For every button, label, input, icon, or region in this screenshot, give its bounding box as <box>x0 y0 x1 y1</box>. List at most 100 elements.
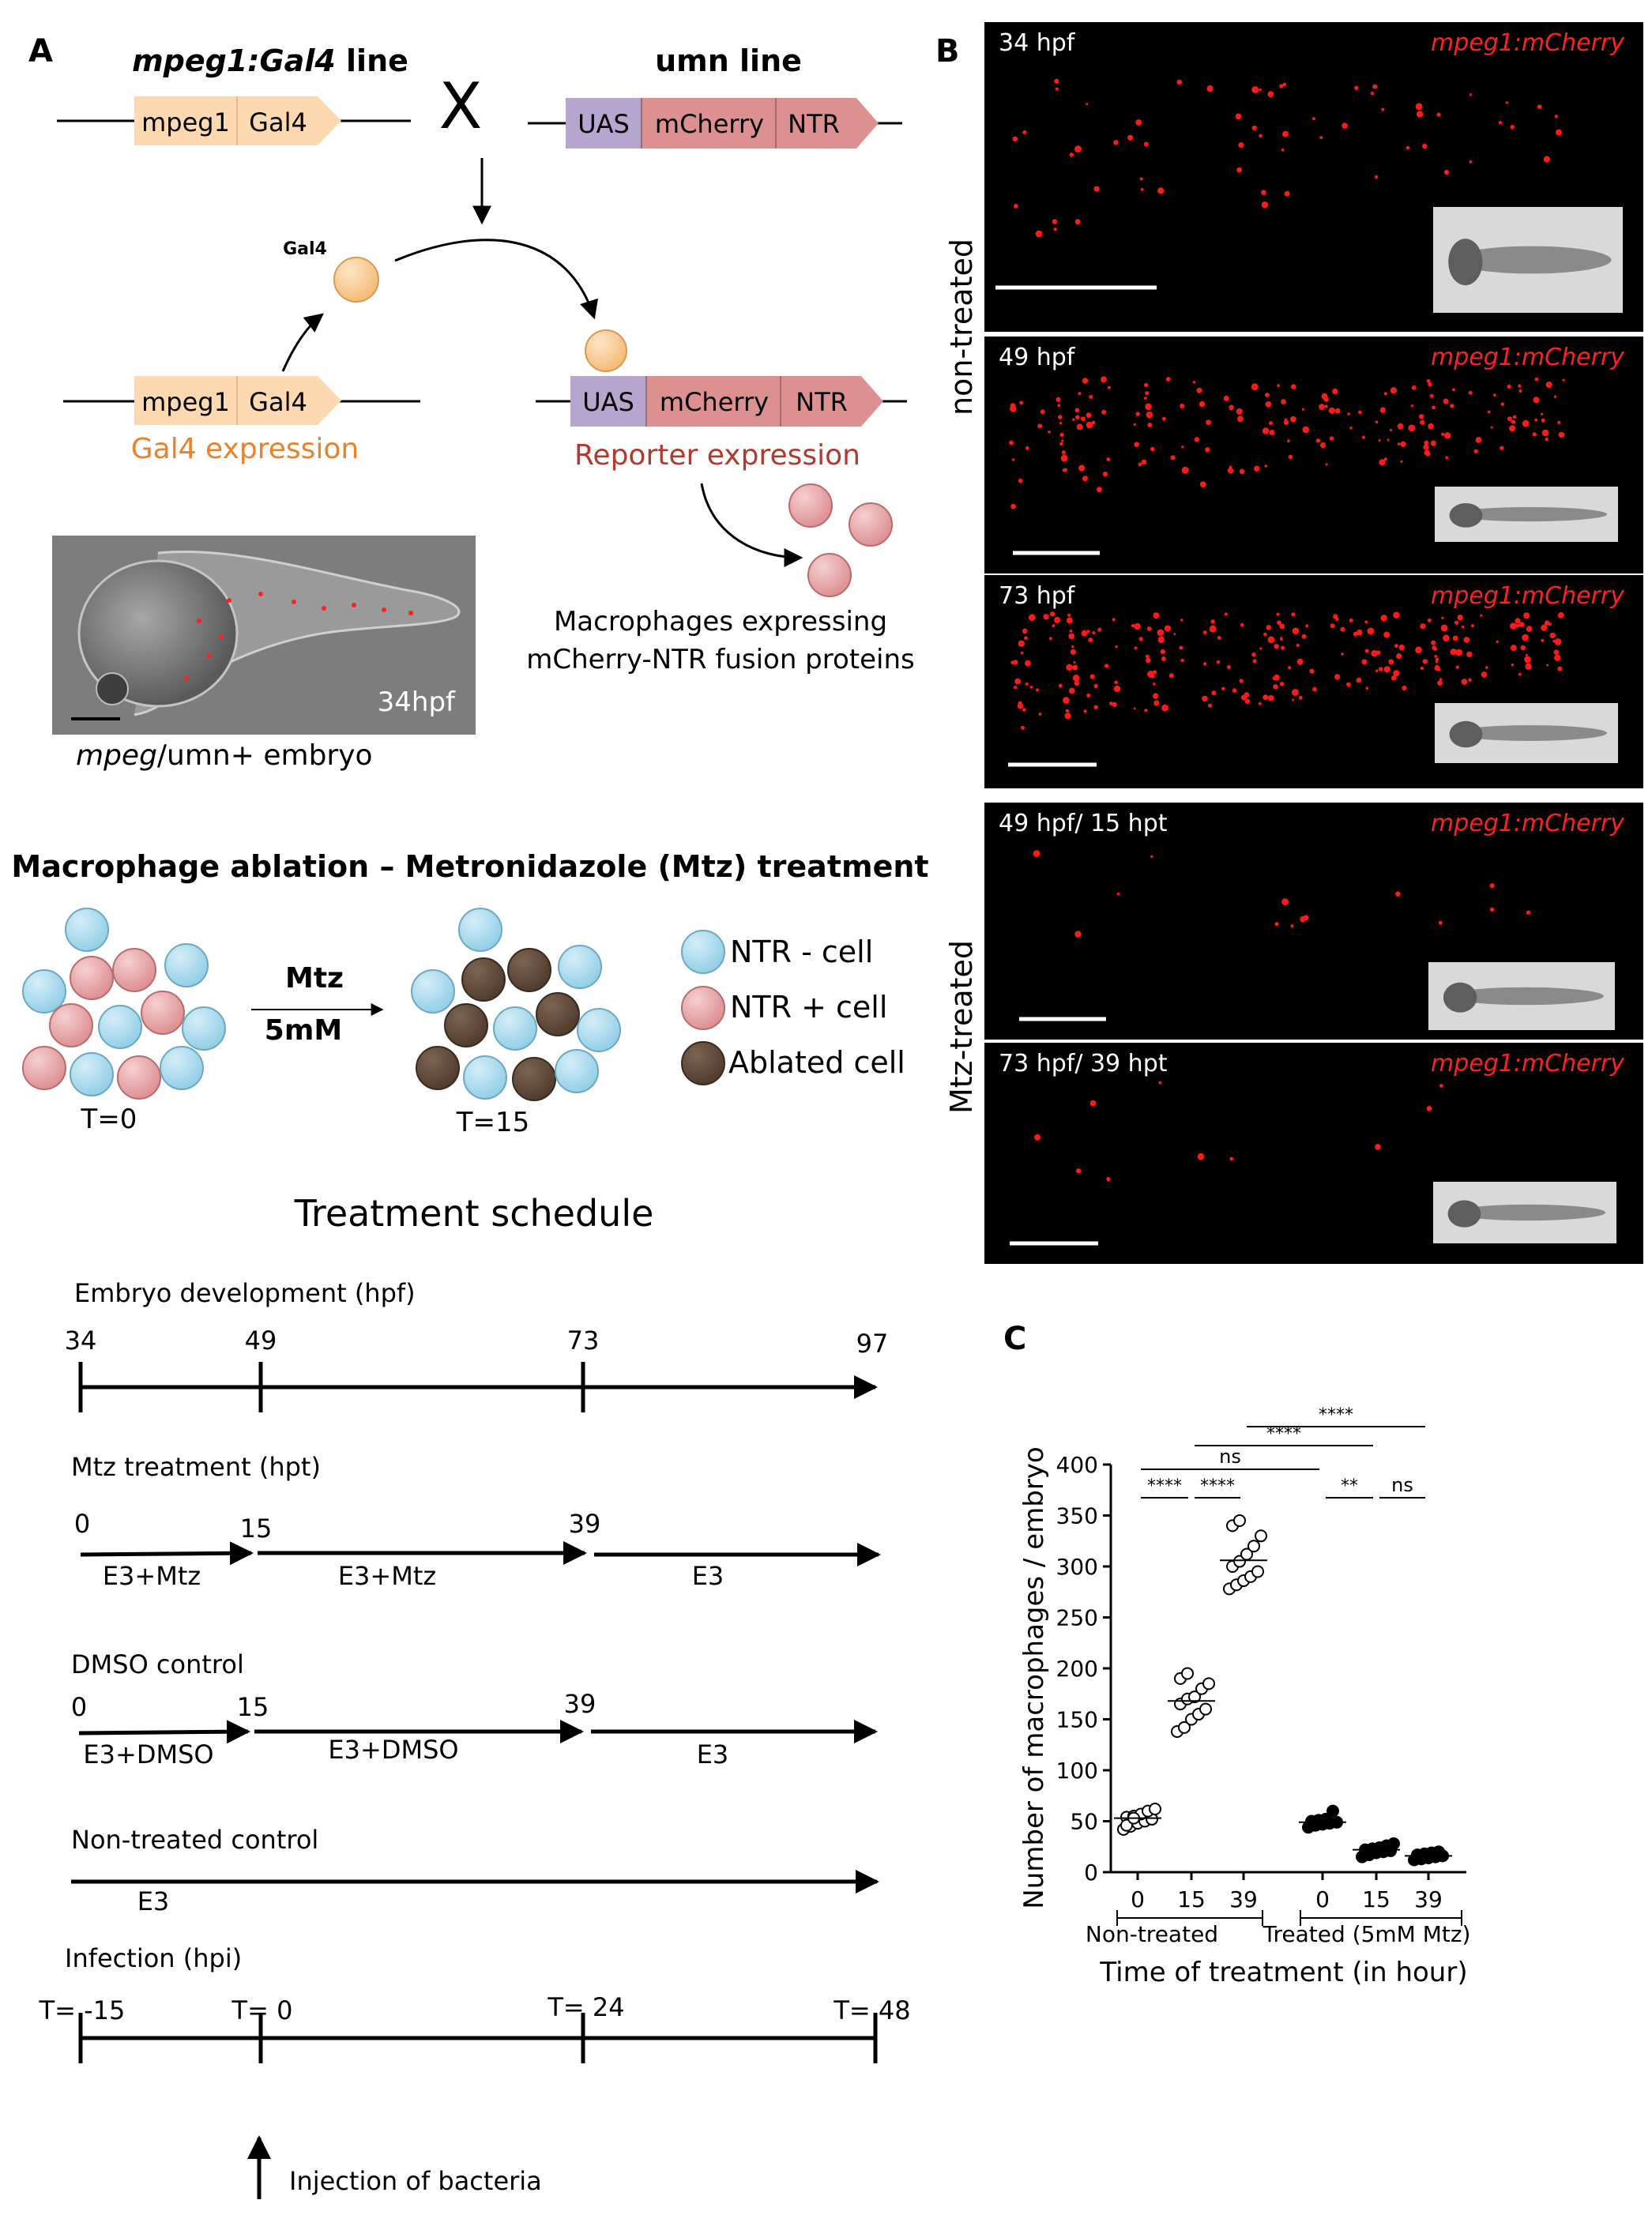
significance-label: **** <box>1266 1424 1301 1444</box>
mtz-label: Mtz treatment (hpt) <box>71 1452 321 1482</box>
macrophage-signal <box>1048 431 1051 434</box>
larva-head <box>1443 982 1477 1013</box>
mtz-segment: E3+Mtz <box>103 1561 201 1591</box>
macrophage-signal <box>1251 125 1257 131</box>
larva-silhouette <box>1453 725 1608 741</box>
stage-label: 73 hpf <box>999 582 1076 610</box>
macrophage-signal <box>1267 91 1274 98</box>
macrophage-signal <box>1356 677 1362 683</box>
macrophage-signal <box>1361 435 1365 439</box>
t15-label: T=15 <box>456 1107 530 1138</box>
macrophage-signal <box>1489 907 1495 912</box>
macrophage-signal <box>1507 416 1512 422</box>
macrophage-signal <box>1022 708 1026 712</box>
macrophage-signal <box>1116 892 1120 896</box>
macrophage-signal <box>1393 613 1398 619</box>
macrophage-signal <box>1277 384 1280 388</box>
macrophage-signal <box>1309 668 1315 674</box>
macrophage-signal <box>1199 401 1206 408</box>
macrophage-signal <box>1072 664 1078 671</box>
macrophage-signal <box>1379 407 1387 413</box>
macrophage-signal <box>1427 618 1432 622</box>
macrophage-signal <box>1444 170 1450 175</box>
macrophage-signal <box>1217 636 1221 640</box>
macrophage-signal <box>1018 478 1023 483</box>
macrophage-signal <box>1134 646 1138 650</box>
macrophage-signal <box>1153 693 1159 699</box>
macrophage-signal <box>1515 623 1520 628</box>
macrophage-signal <box>1022 130 1027 135</box>
macrophage-signal <box>1202 662 1207 666</box>
macrophage-signal <box>1301 634 1307 639</box>
macrophage-signal <box>1223 395 1229 401</box>
macrophage-signal <box>1468 390 1473 395</box>
macrophage-signal <box>1452 388 1455 392</box>
macrophage-signal <box>1035 688 1040 692</box>
macrophage-signal <box>1475 437 1482 443</box>
macrophage-signal <box>1069 629 1073 633</box>
macrophage-signal <box>1518 672 1522 676</box>
x-tick-label: 0 <box>1315 1886 1330 1912</box>
stage-label: 73 hpf/ 39 hpt <box>999 1050 1168 1077</box>
macrophage-signal <box>1091 420 1096 425</box>
macrophage-signal <box>1518 384 1522 388</box>
macrophage-signal <box>1523 612 1530 619</box>
macrophage-signal <box>1380 615 1387 622</box>
macrophage-signal <box>1457 615 1463 621</box>
macrophage-signal <box>1469 160 1473 164</box>
macrophage-signal <box>1097 627 1102 632</box>
macrophage-signal <box>1161 656 1166 661</box>
macrophage-signal <box>1173 633 1176 636</box>
macrophage-signal <box>1017 703 1024 709</box>
macrophage-signal <box>1543 156 1550 163</box>
macrophage-signal <box>1010 503 1016 510</box>
macrophage-signal <box>1251 383 1259 391</box>
t0-label: T=0 <box>81 1104 137 1135</box>
macrophage-signal <box>1312 686 1317 692</box>
macrophage-signal <box>1431 640 1436 645</box>
macrophage-signal <box>1415 646 1422 654</box>
stage-label: 34 hpf <box>999 29 1076 57</box>
macrophage-signal <box>1061 450 1066 455</box>
macrophage-signal <box>1292 689 1299 696</box>
macrophage-signal <box>1113 140 1119 145</box>
macrophage-signal <box>1089 1100 1097 1107</box>
reporter-label: mpeg1:mCherry <box>1431 344 1625 371</box>
embryo-photo: 34hpf <box>52 536 476 735</box>
macrophage-signal <box>1562 378 1565 382</box>
macrophage-signal <box>1048 637 1052 641</box>
macrophage-signal <box>1073 661 1076 664</box>
macrophage-signal <box>1364 649 1369 653</box>
macrophage-signal <box>1064 713 1071 720</box>
legend-ntr-plus: NTR + cell <box>730 990 887 1025</box>
larva-head <box>1448 239 1483 286</box>
embryo-caption: mpeg/umn+ embryo <box>76 739 373 772</box>
macrophage-signal <box>1104 664 1109 668</box>
macrophage-signal <box>1143 141 1149 147</box>
macrophage-signal <box>1211 690 1217 696</box>
segment-ntr-2: NTR <box>796 387 848 417</box>
macrophage-signal <box>1206 85 1214 92</box>
gal4-protein-label: Gal4 <box>283 239 327 259</box>
macrophage-signal <box>1400 441 1406 447</box>
macrophage-signal <box>1106 1177 1111 1182</box>
macrophage-signal <box>1244 698 1251 704</box>
data-point <box>1199 1702 1212 1716</box>
macrophage-signal <box>1138 637 1143 641</box>
macrophage-signal <box>1522 419 1530 427</box>
y-tick-label: 350 <box>1056 1503 1098 1529</box>
macrophage-signal <box>1146 626 1152 631</box>
macrophage-signal <box>1259 134 1263 138</box>
macrophage-signal <box>1468 678 1472 682</box>
macrophage-signal <box>1281 898 1289 906</box>
macrophage-signal <box>1443 398 1449 404</box>
macrophage-signal <box>1534 377 1539 382</box>
segment-mpeg1: mpeg1 <box>141 107 230 137</box>
macrophage-signal <box>1553 649 1560 655</box>
macrophage-signal <box>1299 662 1302 666</box>
x-tick-label: 39 <box>1229 1886 1258 1912</box>
x-tick-label: 0 <box>1131 1886 1145 1912</box>
significance-label: **** <box>1200 1476 1235 1496</box>
macrophage-signal <box>1107 385 1111 389</box>
